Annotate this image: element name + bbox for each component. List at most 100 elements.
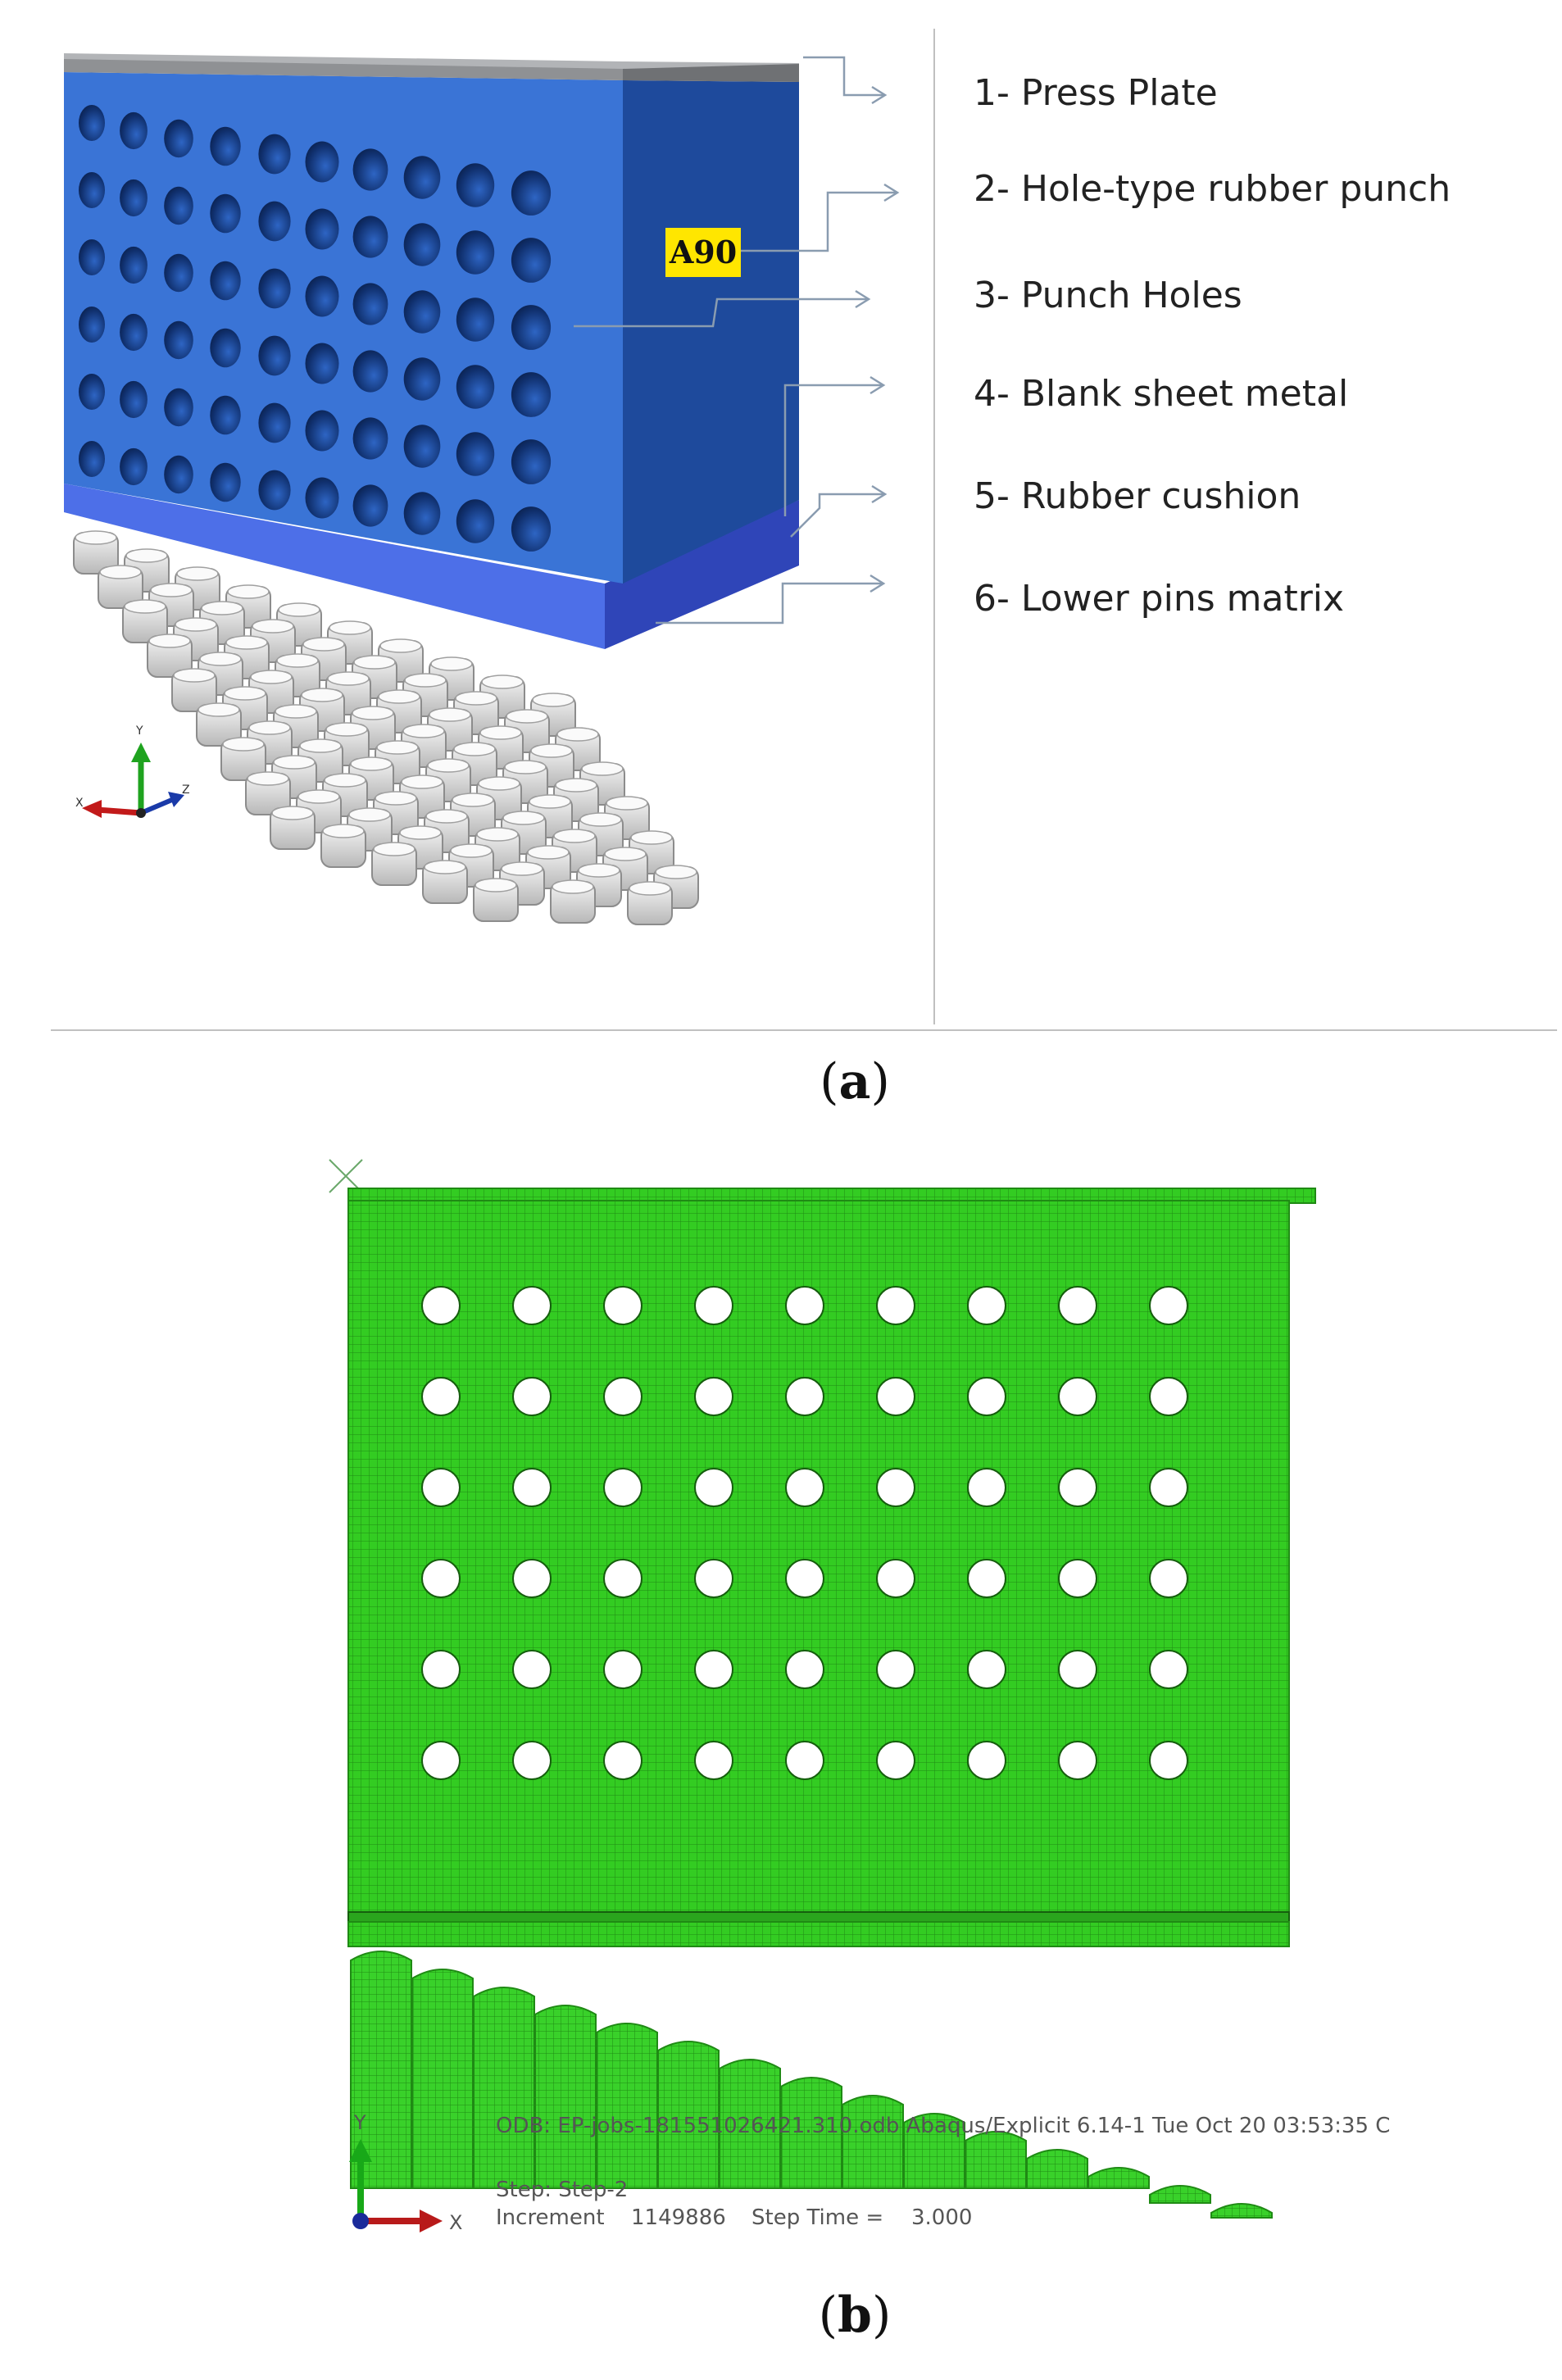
mesh-pin [534,2005,597,2189]
mesh-punch-hole [512,1559,552,1598]
mesh-punch-hole [694,1559,733,1598]
punch-hole [120,447,148,486]
fe-mesh-illustration: Y X ODB: EP-jobs-181551026421.310.odb Ab… [329,1159,1390,2234]
caption-a: (a) [820,1053,890,1111]
punch-hole [511,372,552,417]
punch-hole [352,484,388,527]
legend-item-6: 6- Lower pins matrix [974,578,1345,620]
punch-hole [120,313,148,352]
punch-hole [79,239,105,275]
mesh-rubber-cushion [347,1921,1290,1947]
lower-pin [171,668,217,712]
triad-b-y-label: Y [353,2111,366,2134]
panel-b: Y X ODB: EP-jobs-181551026421.310.odb Ab… [0,1131,1562,2380]
punch-hole [164,388,193,427]
mesh-pin [1210,2203,1273,2219]
mesh-punch-hole [512,1468,552,1507]
punch-hole [120,179,148,217]
mesh-punch-hole [421,1741,461,1780]
punch-hole [210,462,241,502]
punch-hole [210,395,241,435]
punch-hole [511,170,552,216]
lower-pin [629,830,674,874]
triad-b-x-label: X [449,2211,462,2234]
triad-a-x-label: X [75,797,84,810]
punch-hole [511,238,552,283]
triad-a-y-label: Y [136,724,143,738]
mesh-punch-hole [694,1468,733,1507]
mesh-punch-hole [967,1559,1006,1598]
press-plate-side [623,64,799,82]
axis-triad-b [349,2139,443,2232]
mesh-punch-hole [694,1741,733,1780]
punch-hole [79,105,105,141]
legend-item-2: 2- Hole-type rubber punch [974,168,1451,210]
press-plate-front [64,59,623,80]
mesh-punch-holes [421,1286,1188,1780]
punch-hole [210,193,241,234]
leader-lower-pins [656,582,883,625]
punch-hole [305,343,339,384]
punch-hole [403,492,441,535]
lower-pin [270,806,316,850]
mesh-pin [842,2095,904,2189]
punch-side-face [623,80,799,584]
lower-pins-matrix [73,530,699,925]
mesh-punch-hole [876,1286,915,1325]
punch-hole [258,335,291,376]
lower-pin [371,842,417,886]
punch-hole [79,374,105,410]
punch-hole [511,305,552,350]
mesh-pin [965,2131,1027,2189]
rubber-cushion-side [605,500,799,649]
legend-item-1: 1- Press Plate [974,72,1218,114]
mesh-pin [1149,2185,1211,2204]
punch-hole [258,268,291,309]
mesh-punch-hole [512,1650,552,1689]
punch-hole [456,365,495,409]
punch-hole [456,298,495,342]
punch-hole [352,283,388,325]
mesh-punch-hole [421,1468,461,1507]
mesh-punch-hole [694,1286,733,1325]
leader-lines [574,56,897,625]
leader-punch-holes [574,298,869,328]
mesh-punch-hole [785,1286,824,1325]
mesh-punch-hole [1058,1286,1097,1325]
mesh-punch-hole [785,1559,824,1598]
punch-hole [79,172,105,208]
mesh-punch-hole [967,1377,1006,1416]
punch-hole [456,499,495,543]
mesh-punch-hole [785,1468,824,1507]
mesh-punch-hole [967,1650,1006,1689]
punch-hole [210,126,241,166]
lower-pin [525,845,571,889]
mesh-punch-hole [603,1650,643,1689]
mesh-punch-hole [967,1286,1006,1325]
mesh-punch-hole [876,1468,915,1507]
punch-hole [403,425,441,468]
mesh-punch-hole [512,1741,552,1780]
punch-hole [258,134,291,175]
mesh-punch-hole [512,1286,552,1325]
mesh-blank-sheet [347,1911,1290,1923]
punch-hole [403,223,441,266]
mesh-punch-hole [603,1741,643,1780]
punch-hole [79,307,105,343]
punch-holes [79,105,552,552]
mesh-punch-hole [1149,1286,1188,1325]
caption-b: (b) [818,2287,892,2344]
lower-pin [220,737,266,781]
mesh-punch-hole [603,1468,643,1507]
mesh-punch-hole [1149,1468,1188,1507]
triad-a-z-label: Z [182,783,190,797]
punch-hole [164,119,193,158]
leader-punch [741,191,897,252]
step-info-line: Step: Step-2 [496,2178,628,2202]
punch-hole [210,328,241,368]
axis-triad-a [82,743,184,818]
punch-hole [120,380,148,419]
mesh-punch-hole [876,1650,915,1689]
increment-value: 1149886 [631,2205,726,2230]
punch-hole [456,163,495,207]
